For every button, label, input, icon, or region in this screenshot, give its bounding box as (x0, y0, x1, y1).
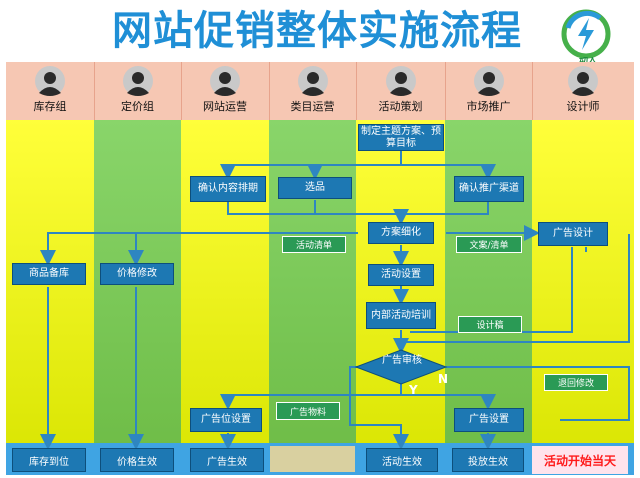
confirm-channels-box: 确认推广渠道 (454, 176, 524, 202)
person-avatar-icon (473, 66, 504, 96)
lightning-circle-logo-icon (561, 9, 611, 59)
plan-box: 制定主题方案、预算目标 (358, 124, 444, 151)
copy-list-note: 文案/清单 (456, 236, 522, 253)
decision-no-label: N (438, 372, 449, 386)
design-draft-note: 设计稿 (458, 316, 522, 333)
role-header: 设计师 (532, 62, 634, 120)
event-effective-box: 活动生效 (366, 448, 438, 472)
ad-review-label: 广告审核 (382, 355, 422, 366)
lane-designer (532, 120, 634, 474)
person-avatar-icon (385, 66, 416, 96)
role-header: 市场推广 (445, 62, 533, 120)
price-change-box: 价格修改 (100, 263, 174, 285)
role-header: 网站运营 (181, 62, 270, 120)
event-list-note: 活动清单 (282, 236, 346, 253)
logo-text: 动人 (578, 57, 597, 65)
empty-result-slot (270, 446, 355, 472)
role-header: 活动策划 (356, 62, 446, 120)
event-setup-box: 活动设置 (368, 264, 434, 286)
refine-plan-box: 方案细化 (368, 222, 434, 244)
person-avatar-icon (35, 66, 65, 96)
ad-effective-box: 广告生效 (190, 448, 264, 472)
ad-materials-note: 广告物料 (276, 402, 340, 420)
page-title: 网站促销整体实施流程 (112, 8, 522, 54)
role-label: 类目运营 (290, 100, 335, 113)
ad-slot-setup-box: 广告位设置 (190, 408, 262, 432)
decision-yes-label: Y (409, 383, 418, 397)
role-header: 定价组 (94, 62, 182, 120)
role-header: 库存组 (6, 62, 95, 120)
person-avatar-icon (297, 66, 328, 96)
lane-pricing (94, 120, 181, 474)
stock-arrival-box: 库存到位 (12, 448, 86, 472)
ad-setup-box: 广告设置 (454, 408, 524, 432)
role-label: 定价组 (121, 100, 154, 113)
ad-design-box: 广告设计 (538, 222, 608, 246)
person-avatar-icon (210, 66, 240, 96)
lane-stock (6, 120, 94, 474)
placement-effective-box: 投放生效 (452, 448, 524, 472)
person-avatar-icon (568, 66, 598, 96)
role-label: 市场推广 (466, 100, 511, 113)
role-header: 类目运营 (269, 62, 357, 120)
review-decision-diamond (354, 349, 448, 385)
role-label: 活动策划 (378, 100, 423, 113)
confirm-content-box: 确认内容排期 (190, 176, 266, 202)
stock-prep-box: 商品备库 (12, 263, 86, 285)
person-avatar-icon (122, 66, 153, 96)
role-label: 设计师 (566, 100, 600, 113)
price-effective-box: 价格生效 (100, 448, 174, 472)
event-start-label: 活动开始当天 (532, 446, 628, 474)
role-label: 库存组 (33, 100, 67, 113)
role-label: 网站运营 (203, 100, 247, 113)
training-box: 内部活动培训 (366, 302, 436, 329)
return-edit-note: 退回修改 (544, 374, 608, 391)
select-products-box: 选品 (278, 177, 352, 199)
